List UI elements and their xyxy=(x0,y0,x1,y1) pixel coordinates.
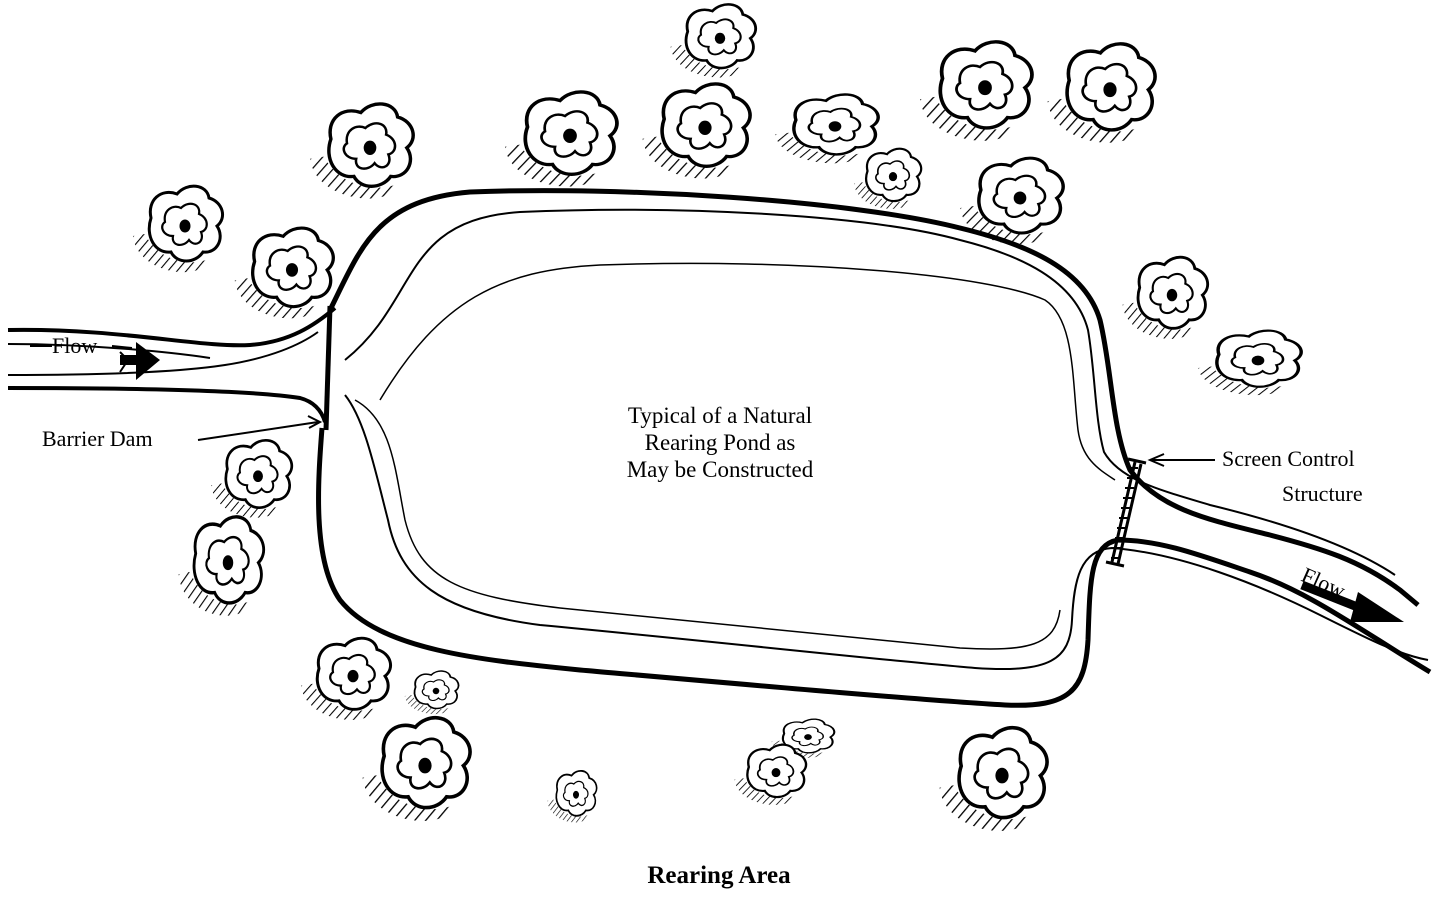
tree-icon xyxy=(940,728,1047,831)
tree-icon xyxy=(235,228,334,318)
tree-icon xyxy=(310,104,413,199)
pond-description: Typical of a Natural Rearing Pond as May… xyxy=(560,402,880,483)
screen-control-label-line2: Structure xyxy=(1282,481,1363,507)
screen-control-label: Screen Control xyxy=(1222,446,1355,472)
tree-icon xyxy=(301,638,391,720)
tree-icon xyxy=(547,771,596,823)
tree-icon xyxy=(405,671,459,714)
barrier-dam-icon xyxy=(326,306,330,430)
tree-icon xyxy=(211,440,292,517)
tree-icon xyxy=(363,718,470,821)
pond-description-line: May be Constructed xyxy=(560,456,880,483)
figure-caption: Rearing Area xyxy=(560,862,878,890)
tree-icon xyxy=(179,517,264,616)
inlet-stream xyxy=(8,308,335,422)
tree-icon xyxy=(775,94,878,163)
pond-description-line: Rearing Pond as xyxy=(560,429,880,456)
tree-icon xyxy=(1048,44,1155,143)
tree-icon xyxy=(1198,331,1301,396)
barrier-dam-label: Barrier Dam xyxy=(42,426,153,452)
tree-icon xyxy=(133,186,223,272)
pond-description-line: Typical of a Natural xyxy=(560,402,880,429)
tree-icon xyxy=(854,149,921,209)
tree-icon xyxy=(734,745,806,805)
tree-icon xyxy=(1123,257,1208,339)
flow-in-label: Flow xyxy=(52,333,97,359)
tree-icon xyxy=(671,4,756,77)
tree-icon xyxy=(643,84,750,179)
tree-icon xyxy=(920,42,1032,141)
tree-icon xyxy=(505,92,617,187)
